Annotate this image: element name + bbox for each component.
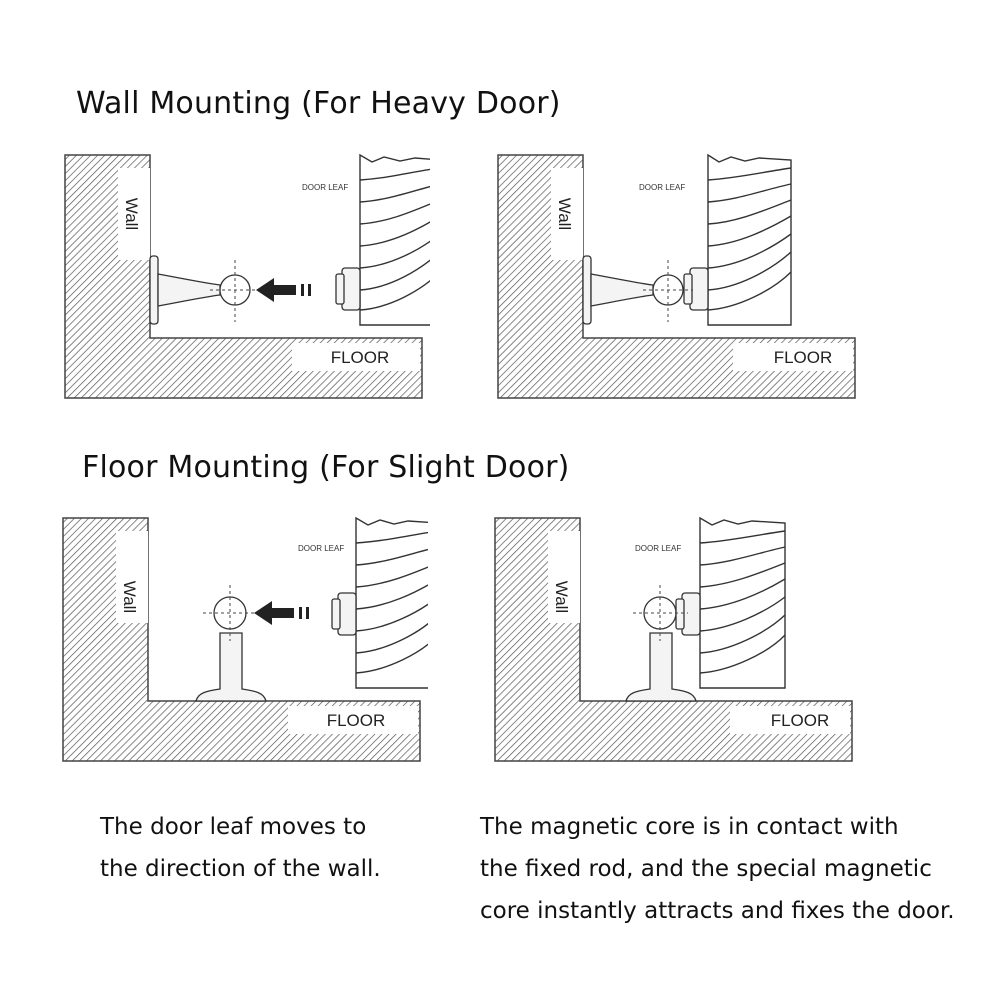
wall-label: Wall (552, 581, 571, 613)
door-leaf-label: DOOR LEAF (639, 183, 685, 192)
door-leaf-label: DOOR LEAF (302, 183, 348, 192)
door-magnet (335, 267, 361, 311)
door-leaf (699, 516, 786, 689)
floor-label: FLOOR (771, 711, 830, 730)
magnetic-core-crosshair (643, 260, 693, 322)
door-leaf (355, 516, 428, 689)
door-leaf-label: DOOR LEAF (635, 544, 681, 553)
door-leaf (359, 153, 430, 326)
direction-arrow-icon (254, 601, 309, 625)
wall-floor-block (64, 154, 423, 399)
floor-label: FLOOR (327, 711, 386, 730)
wall-floor-block (494, 517, 853, 762)
wall-floor-block (62, 517, 421, 762)
floor-mounting-title: Floor Mounting (For Slight Door) (82, 450, 570, 485)
floor-mount-open-diagram: Wall FLOOR DOOR LEAF (62, 516, 428, 762)
wall-label: Wall (122, 198, 141, 230)
wall-floor-block (497, 154, 856, 399)
caption-left-line-2: the direction of the wall. (100, 856, 381, 882)
door-leaf (707, 153, 792, 326)
magnetic-core-crosshair (210, 260, 260, 322)
caption-right-line-1: The magnetic core is in contact with (480, 814, 899, 840)
floor-label: FLOOR (774, 348, 833, 367)
caption-left: The door leaf moves to the direction of … (100, 806, 381, 890)
caption-left-line-1: The door leaf moves to (100, 814, 367, 840)
wall-mount-open-diagram: Wall FLOOR DOOR LEAF (64, 153, 430, 399)
floor-mount-engaged-diagram: Wall FLOOR DOOR LEAF (494, 516, 853, 762)
wall-stopper (582, 255, 684, 325)
wall-label: Wall (555, 198, 574, 230)
caption-right-line-2: the fixed rod, and the special magnetic (480, 856, 932, 882)
wall-mount-engaged-diagram: Wall FLOOR DOOR LEAF (497, 153, 856, 399)
direction-arrow-icon (256, 278, 311, 302)
caption-right-line-3: core instantly attracts and fixes the do… (480, 898, 955, 924)
caption-right: The magnetic core is in contact with the… (480, 806, 955, 932)
wall-mounting-title: Wall Mounting (For Heavy Door) (76, 86, 561, 121)
wall-label: Wall (120, 581, 139, 613)
door-leaf-label: DOOR LEAF (298, 544, 344, 553)
door-magnet (683, 267, 709, 311)
door-magnet (675, 592, 701, 636)
door-magnet (331, 592, 357, 636)
floor-label: FLOOR (331, 348, 390, 367)
